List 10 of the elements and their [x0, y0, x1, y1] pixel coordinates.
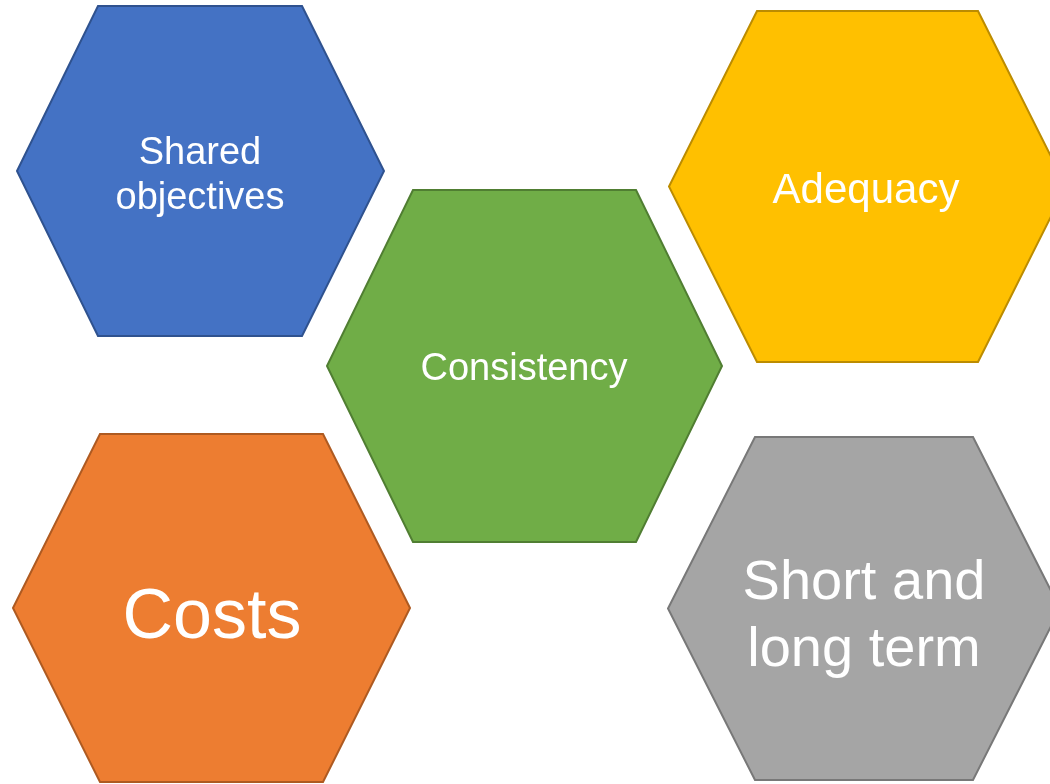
hexagon-shape [666, 435, 1050, 782]
hexagon-label: Costs [121, 574, 303, 655]
hexagon-label: Consistency [419, 345, 629, 390]
hexagon-shape [15, 4, 386, 338]
hexagon-label: Short and long term [741, 547, 987, 681]
hexagon-shape [11, 432, 412, 784]
hexagon-label: Adequacy [771, 164, 961, 214]
hexagon-shape [325, 188, 724, 544]
hexagon-label: Shared objectives [114, 128, 286, 220]
hexagon-shape [667, 9, 1050, 364]
